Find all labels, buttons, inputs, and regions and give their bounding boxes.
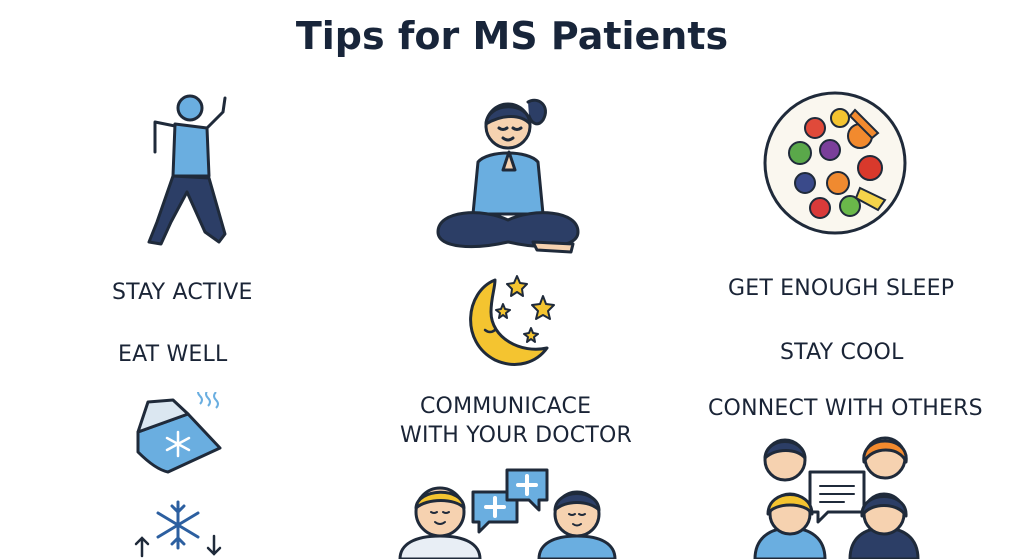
page-title: Tips for MS Patients: [295, 14, 729, 58]
tip-connect-with-others: CONNECT WITH OTHERS: [708, 396, 983, 421]
tip-stay-active: STAY ACTIVE: [112, 280, 253, 305]
snowflake-icon: [134, 500, 222, 558]
tip-get-enough-sleep: GET ENOUGH SLEEP: [728, 276, 955, 301]
tip-communicate-line1: COMMUNICACE: [420, 394, 592, 419]
food-plate-icon: [763, 91, 907, 235]
meditation-person-icon: [436, 98, 580, 254]
ice-pack-icon: [136, 392, 222, 474]
tip-stay-cool: STAY COOL: [780, 340, 904, 365]
exercise-person-icon: [147, 94, 227, 246]
doctor-chat-icon: [398, 468, 617, 559]
tip-communicate-line2: WITH YOUR DOCTOR: [400, 423, 633, 448]
tip-eat-well: EAT WELL: [118, 342, 228, 367]
group-people-icon: [753, 436, 920, 559]
moon-stars-icon: [469, 275, 555, 366]
